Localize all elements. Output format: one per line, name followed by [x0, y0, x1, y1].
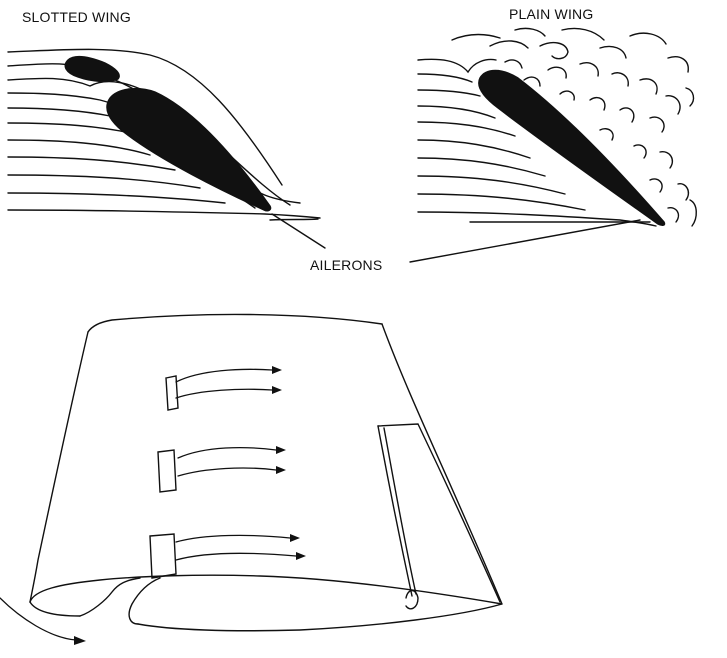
plain-wing-airfoil [479, 71, 665, 226]
plain-wing-airflow-lines [418, 59, 656, 226]
slotted-wing-slat [65, 57, 119, 82]
plain-wing-label: PLAIN WING [509, 6, 593, 22]
wing-3d-view [0, 314, 502, 645]
ailerons-label: AILERONS [310, 257, 382, 273]
slotted-wing-label: SLOTTED WING [22, 9, 131, 25]
ailerons-leader-right [410, 220, 640, 262]
